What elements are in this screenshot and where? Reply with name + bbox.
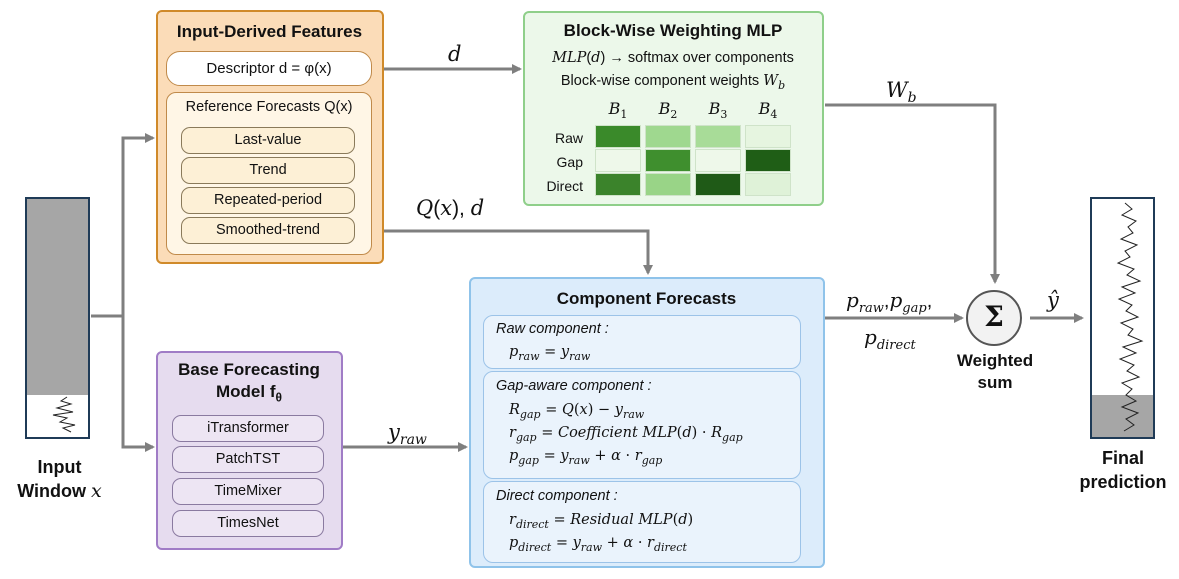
raw-component-panel: Raw component : praw = yraw [483,315,801,369]
sigma-icon: Σ [984,300,1004,333]
edge-to-features [121,133,155,316]
row-label-gap: Gap [556,154,583,170]
weight-cell-raw-b4 [745,125,791,148]
edge-label-qd: Q(x), d [416,196,485,220]
edge-label-wb: Wb [886,78,917,107]
edge-label-yraw: yraw [388,420,427,449]
weight-cell-gap-b4 [745,149,791,172]
input-window-fill [27,199,88,395]
weight-cell-direct-b2 [645,173,691,196]
component-forecasts-box: Component Forecasts Raw component : praw… [469,277,825,568]
col-label-b1: B1 [608,99,628,122]
direct-component-panel: Direct component : rdirect = Residual ML… [483,481,801,563]
row-label-direct: Direct [546,178,583,194]
weighted-sum-label: Weighted sum [945,350,1045,394]
descriptor-text: Descriptor d = φ(x) [206,60,332,77]
weight-cell-direct-b1 [595,173,641,196]
base-model-theta: θ [275,390,283,405]
final-history-fill [1092,395,1153,437]
reference-forecasts-title: Reference Forecasts Q(x) [185,99,353,115]
components-title: Component Forecasts [556,289,737,308]
reference-forecasts-box: Reference Forecasts Q(x) Last-value Tren… [166,92,372,255]
gap-component-eq2: rgap = Coefficient MLP(d) · Rgap [509,425,743,444]
ref-item-repeated-period: Repeated-period [181,187,355,214]
base-model-title: Base Forecasting Model fθ [158,359,340,408]
weighted-sum-node: Σ [966,290,1022,346]
weight-cell-raw-b3 [695,125,741,148]
input-window-label: Input Window x [12,455,107,503]
gap-component-eq1: Rgap = Q(x) − yraw [509,402,645,421]
weight-cell-direct-b3 [695,173,741,196]
weight-cell-raw-b1 [595,125,641,148]
input-window-plot [25,197,90,439]
base-model-title-line1: Base Forecasting [178,360,320,379]
weighted-sum-label-line2: sum [977,373,1013,392]
input-label-line2: Window x [17,480,102,502]
weight-cell-gap-b3 [695,149,741,172]
input-label-line1: Input [37,457,82,477]
final-prediction-label: Final prediction [1068,446,1178,494]
final-label-line2: prediction [1079,472,1167,492]
model-item-timemixer: TimeMixer [172,478,324,505]
ref-item-last-value: Last-value [181,127,355,154]
edge-qd [373,229,653,275]
edge-to-base [121,316,155,452]
ref-item-trend: Trend [181,157,355,184]
weighting-mlp-box: Block-Wise Weighting MLP MLP(d) → softma… [523,11,824,206]
col-label-b3: B3 [708,99,728,122]
input-var: x [91,480,102,502]
weighting-line1: MLP(d) → softmax over components [552,50,794,66]
edge-label-d: d [448,42,462,66]
base-model-title-text: Model f [216,382,276,401]
direct-component-eq1: rdirect = Residual MLP(d) [509,512,694,531]
base-model-box: Base Forecasting Model fθ iTransformer P… [156,351,343,550]
col-label-b4: B4 [758,99,778,122]
input-derived-title: Input-Derived Features [176,22,363,41]
weighting-title: Block-Wise Weighting MLP [563,21,783,40]
direct-component-header: Direct component : [496,488,618,504]
weighting-line2: Block-wise component weights Wb [560,73,786,92]
gap-component-header: Gap-aware component : [496,378,652,394]
edge-label-p: praw,pgap, pdirect [846,288,933,353]
descriptor-pill: Descriptor d = φ(x) [166,51,372,86]
edge-label-yhat: ŷ [1047,288,1059,312]
input-series-squiggle [52,396,76,433]
raw-component-eq: praw = yraw [509,344,591,363]
final-series-squiggle [1116,202,1144,432]
input-derived-features-box: Input-Derived Features Descriptor d = φ(… [156,10,384,264]
weighted-sum-label-line1: Weighted [956,351,1034,370]
raw-component-header: Raw component : [496,321,609,337]
direct-component-eq2: pdirect = yraw + α · rdirect [509,535,687,554]
ref-item-smoothed-trend: Smoothed-trend [181,217,355,244]
weight-cell-gap-b1 [595,149,641,172]
base-model-title-line2: Model fθ [158,381,340,408]
col-label-b2: B2 [658,99,678,122]
row-label-raw: Raw [554,130,583,146]
model-item-itransformer: iTransformer [172,415,324,442]
edge-wb [825,103,1000,284]
weight-cell-raw-b2 [645,125,691,148]
final-prediction-plot [1090,197,1155,439]
gap-component-eq3: pgap = yraw + α · rgap [509,448,663,467]
model-item-patchtst: PatchTST [172,446,324,473]
weight-cell-direct-b4 [745,173,791,196]
final-label-line1: Final [1101,448,1144,468]
gap-component-panel: Gap-aware component : Rgap = Q(x) − yraw… [483,371,801,479]
weight-cell-gap-b2 [645,149,691,172]
model-item-timesnet: TimesNet [172,510,324,537]
